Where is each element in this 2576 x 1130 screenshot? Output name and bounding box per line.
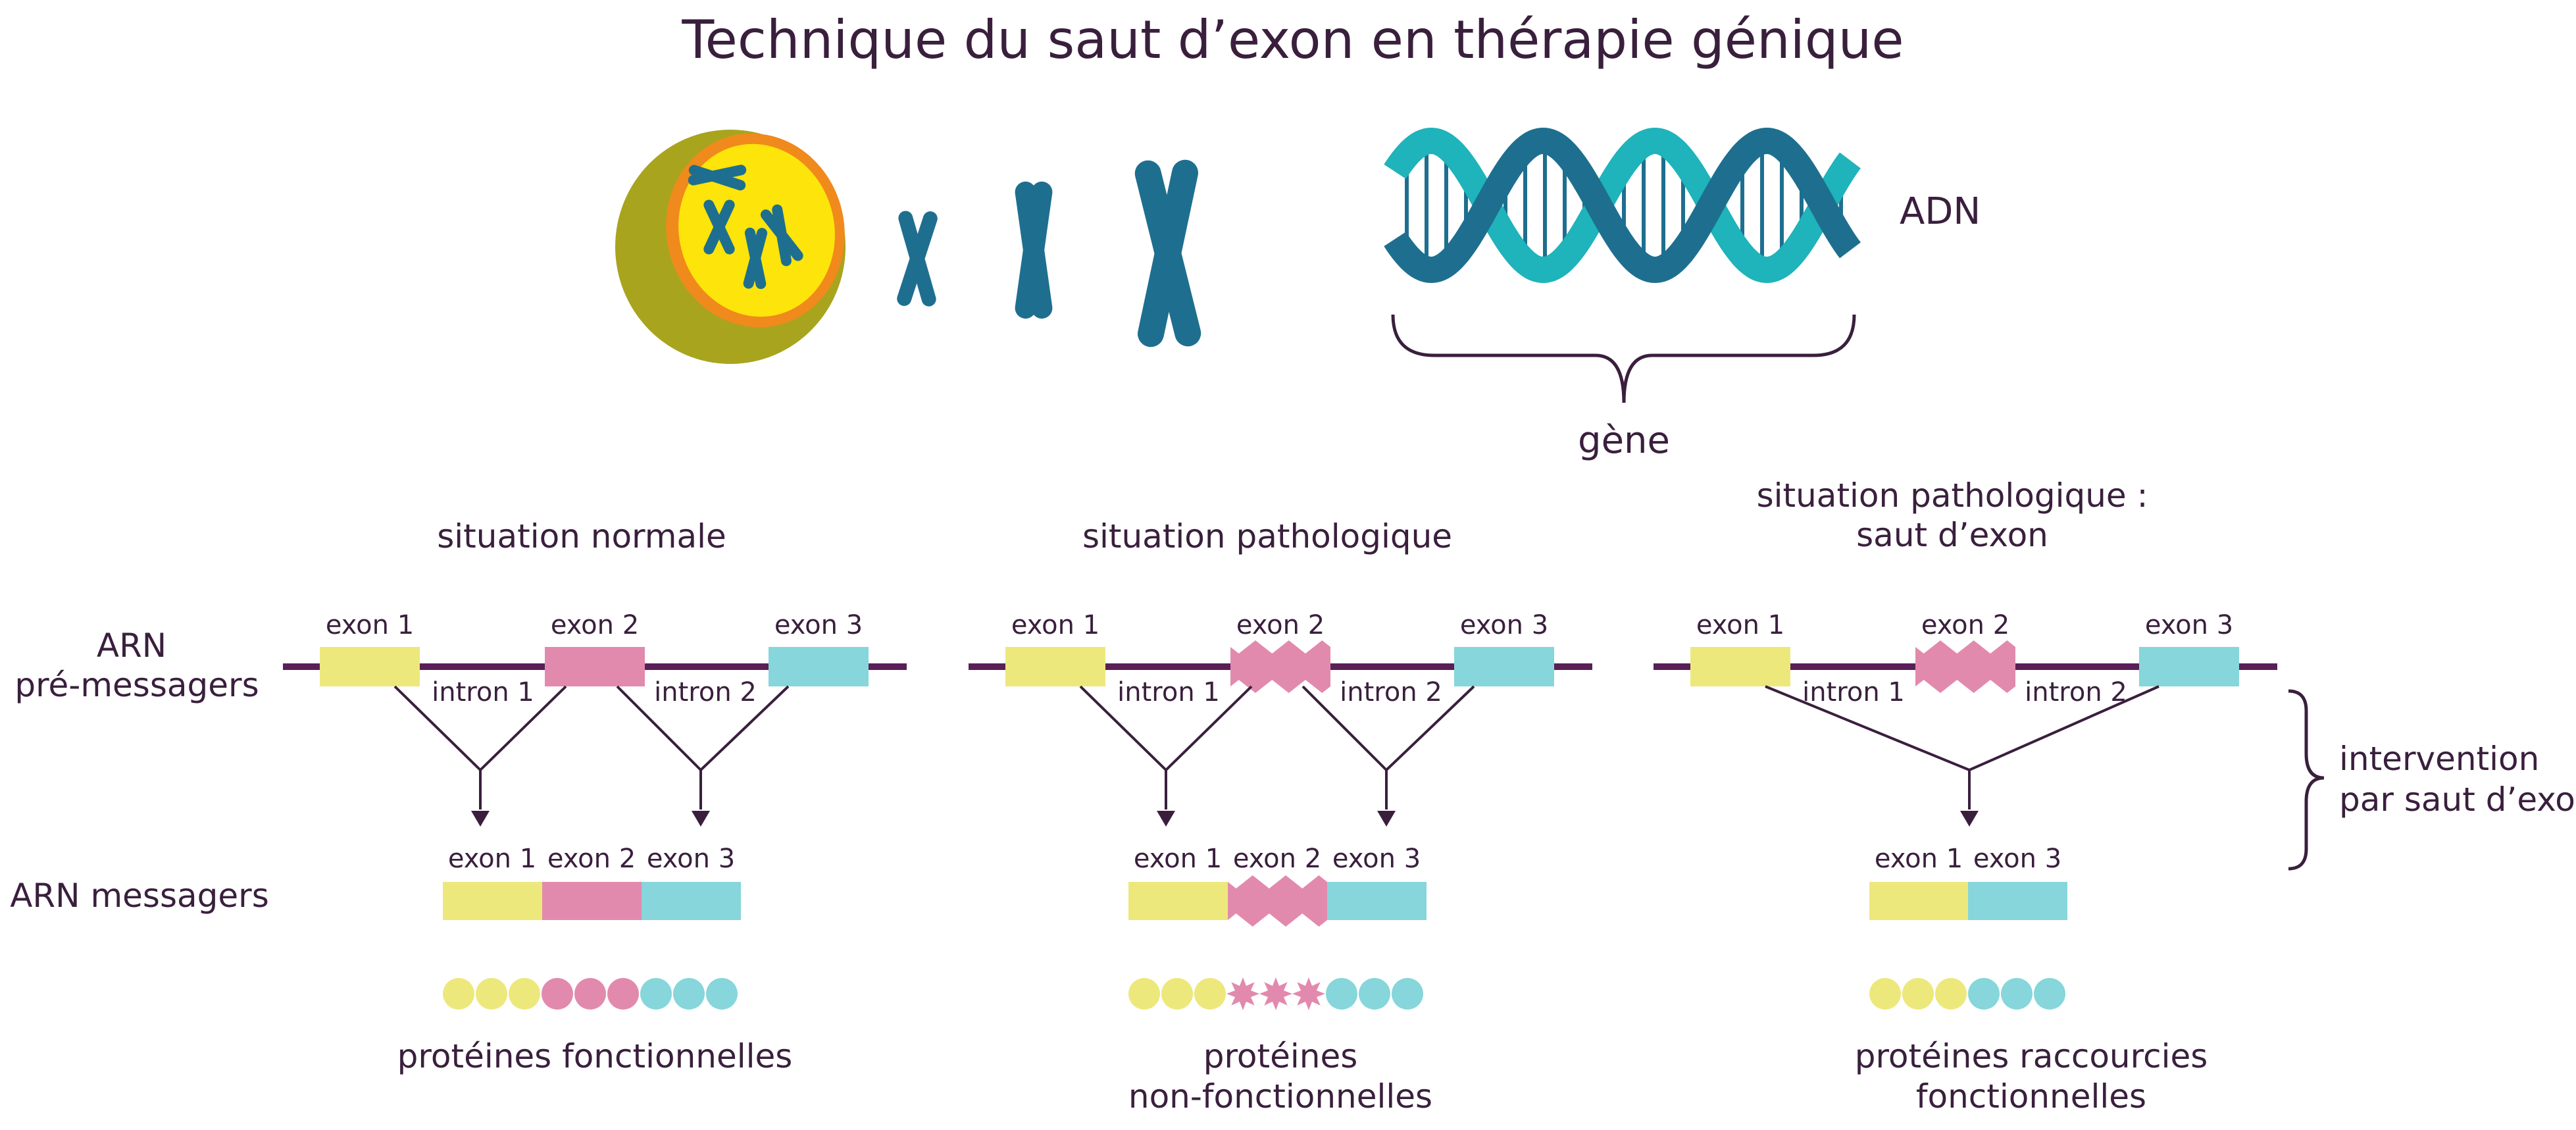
exon-label: exon 2 bbox=[1236, 610, 1325, 640]
mrna-row-label: ARN messagers bbox=[10, 877, 269, 915]
dna-helix-icon bbox=[1384, 127, 1861, 284]
pre-mrna-exon-1 bbox=[1690, 647, 1790, 686]
cell-icon bbox=[615, 130, 846, 364]
mrna-segment-2 bbox=[1228, 875, 1327, 927]
intron-label: intron 2 bbox=[1340, 677, 1442, 707]
protein-label: non-fonctionnelles bbox=[1128, 1077, 1432, 1116]
exon-label: exon 2 bbox=[551, 610, 639, 640]
pre-mrna-exon-2 bbox=[1230, 640, 1330, 693]
protein-bead bbox=[542, 978, 573, 1010]
exon-label: exon 3 bbox=[774, 610, 863, 640]
mrna-segment-2 bbox=[542, 882, 642, 920]
protein-bead-misfolded bbox=[1226, 977, 1259, 1010]
protein-label: fonctionnelles bbox=[1916, 1077, 2146, 1116]
gene-label: gène bbox=[1578, 419, 1670, 462]
panel-heading: situation pathologique bbox=[1082, 517, 1452, 555]
arrow-head bbox=[1377, 811, 1396, 827]
exon-label: exon 1 bbox=[1696, 610, 1784, 640]
protein-bead bbox=[509, 978, 540, 1010]
intron-label: intron 1 bbox=[1117, 677, 1220, 707]
protein-bead bbox=[607, 978, 639, 1010]
panel-1: situation normale exon 1 exon 2 exon 3 intro… bbox=[283, 517, 907, 1075]
chromosome-small-icon bbox=[897, 211, 938, 307]
protein-bead bbox=[443, 978, 474, 1010]
intron-label: intron 1 bbox=[432, 677, 534, 707]
protein-bead bbox=[1869, 978, 1901, 1010]
protein-bead bbox=[1359, 978, 1390, 1010]
exon-label: exon 1 bbox=[1011, 610, 1099, 640]
arrow-head bbox=[1157, 811, 1175, 827]
pre-mrna-exon-3 bbox=[1454, 647, 1554, 686]
mrna-exon-label: exon 1 bbox=[1134, 844, 1222, 874]
intervention-label: intervention par saut d’exon bbox=[2339, 740, 2576, 819]
mrna-segment-3 bbox=[1327, 882, 1427, 920]
chromosome-medium-icon bbox=[1015, 181, 1053, 319]
pre-mrna-exon-3 bbox=[2139, 647, 2239, 686]
protein-bead bbox=[1128, 978, 1160, 1010]
pre-mrna-row-label: ARN pré-messagers bbox=[14, 627, 259, 704]
mrna-exon-label: exon 3 bbox=[1332, 844, 1421, 874]
mrna-segment-3 bbox=[642, 882, 741, 920]
protein-bead-misfolded bbox=[1259, 977, 1292, 1010]
exon-label: exon 1 bbox=[326, 610, 414, 640]
intron-label: intron 1 bbox=[1802, 677, 1905, 707]
pre-mrna-exon-1 bbox=[1005, 647, 1105, 686]
panel-heading: saut d’exon bbox=[1856, 516, 2048, 554]
protein-bead bbox=[1161, 978, 1193, 1010]
pre-mrna-exon-2 bbox=[545, 647, 645, 686]
protein-bead bbox=[476, 978, 507, 1010]
pre-mrna-exon-3 bbox=[769, 647, 869, 686]
protein-bead bbox=[2001, 978, 2033, 1010]
page-title: Technique du saut d’exon en thérapie gén… bbox=[681, 9, 1904, 70]
panel-2: situation pathologique exon 1 exon 2 exon 3… bbox=[969, 517, 1592, 1116]
mrna-exon-label: exon 1 bbox=[448, 844, 536, 874]
intervention-brace bbox=[2288, 689, 2325, 871]
protein-bead bbox=[1935, 978, 1967, 1010]
dna-label: ADN bbox=[1900, 190, 1981, 233]
mrna-exon-label: exon 1 bbox=[1875, 844, 1963, 874]
protein-bead bbox=[673, 978, 705, 1010]
pre-mrna-exon-1 bbox=[320, 647, 420, 686]
protein-bead bbox=[2034, 978, 2065, 1010]
mrna-exon-label: exon 2 bbox=[1233, 844, 1321, 874]
mrna-exon-label: exon 2 bbox=[547, 844, 636, 874]
chromosome-large-icon bbox=[1134, 159, 1201, 347]
arrow-head bbox=[692, 811, 710, 827]
protein-bead bbox=[640, 978, 672, 1010]
mrna-segment-1 bbox=[1869, 882, 1969, 920]
pre-mrna-exon-2 bbox=[1915, 640, 2015, 693]
panel-3: situation pathologique :saut d’exon exon … bbox=[1654, 476, 2277, 1116]
exon-label: exon 2 bbox=[1921, 610, 2009, 640]
exon-label: exon 3 bbox=[1460, 610, 1548, 640]
protein-bead bbox=[1902, 978, 1934, 1010]
protein-bead bbox=[1392, 978, 1423, 1010]
panel-heading: situation normale bbox=[437, 517, 726, 555]
arrow-head bbox=[471, 811, 490, 827]
mrna-segment-1 bbox=[443, 882, 542, 920]
protein-label: protéines raccourcies bbox=[1855, 1037, 2208, 1075]
protein-bead bbox=[1194, 978, 1226, 1010]
mrna-exon-label: exon 3 bbox=[647, 844, 735, 874]
intron-label: intron 2 bbox=[654, 677, 757, 707]
protein-bead bbox=[706, 978, 738, 1010]
protein-label: protéines fonctionnelles bbox=[397, 1037, 793, 1075]
mrna-exon-label: exon 3 bbox=[1973, 844, 2061, 874]
mrna-segment-3 bbox=[1968, 882, 2067, 920]
gene-brace bbox=[1391, 314, 1856, 403]
mrna-segment-1 bbox=[1128, 882, 1228, 920]
protein-bead bbox=[1968, 978, 2000, 1010]
panels: situation normale exon 1 exon 2 exon 3 intro… bbox=[283, 476, 2277, 1116]
protein-label: protéines bbox=[1203, 1037, 1358, 1075]
panel-heading: situation pathologique : bbox=[1757, 476, 2148, 515]
protein-bead bbox=[574, 978, 606, 1010]
dna-strand-dark bbox=[1384, 127, 1861, 284]
intron-label: intron 2 bbox=[2025, 677, 2127, 707]
protein-bead-misfolded bbox=[1292, 977, 1325, 1010]
protein-bead bbox=[1326, 978, 1357, 1010]
dna-strand-light bbox=[1384, 127, 1861, 284]
arrow-head bbox=[1960, 811, 1979, 827]
exon-label: exon 3 bbox=[2145, 610, 2233, 640]
